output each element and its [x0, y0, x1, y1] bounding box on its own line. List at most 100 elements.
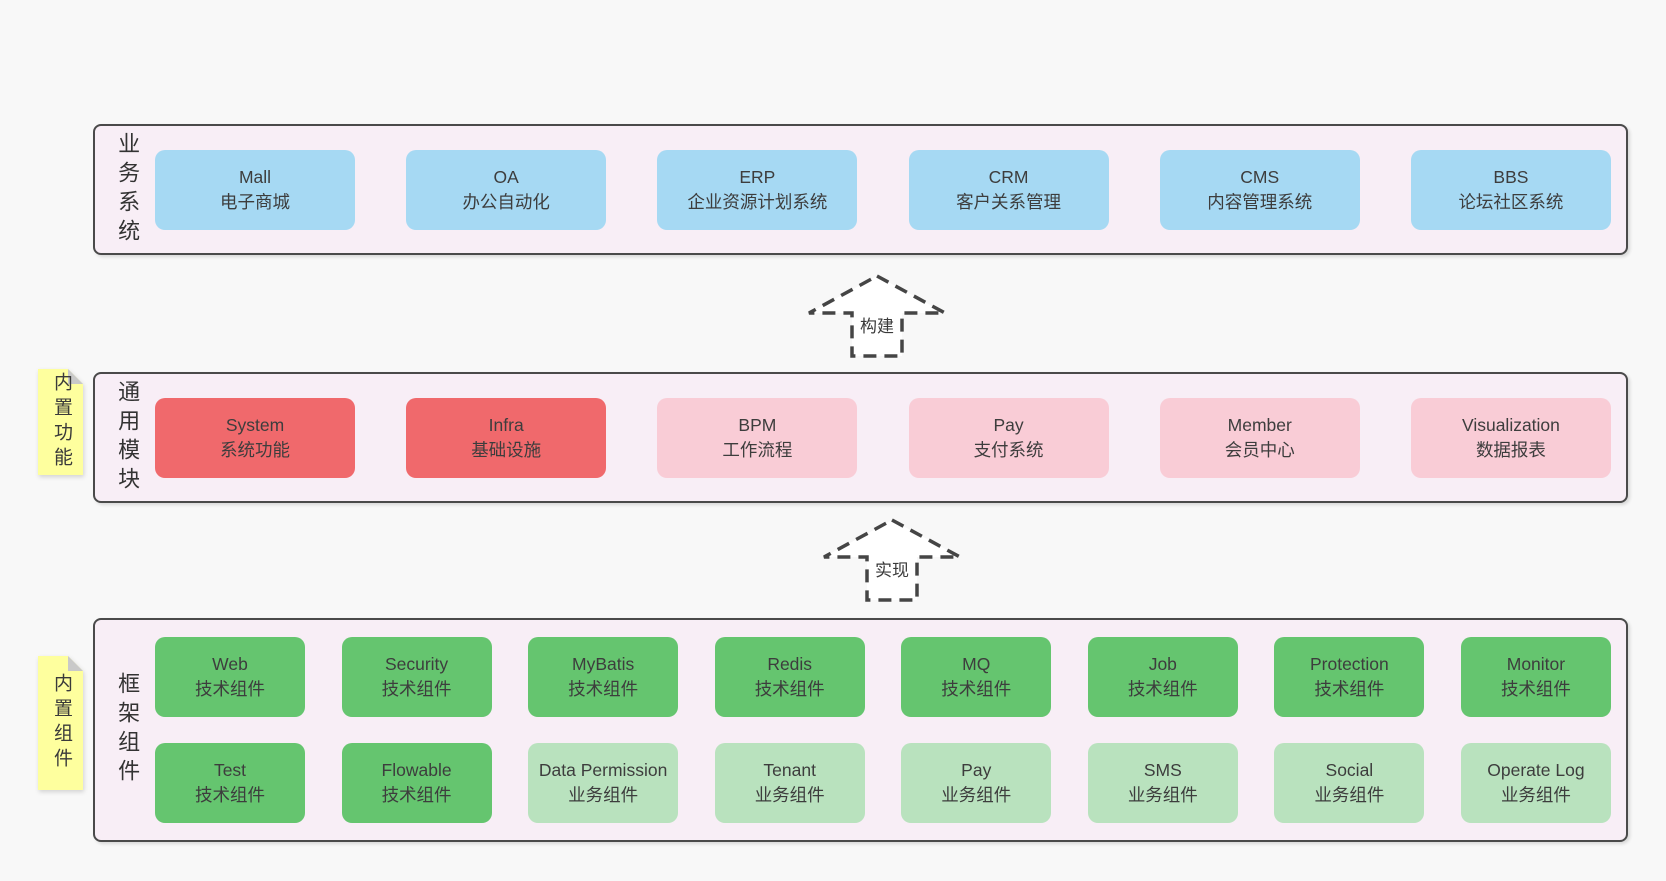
box-desc: 技术组件 — [381, 679, 452, 699]
box-desc: 支付系统 — [973, 439, 1044, 460]
box-name: MyBatis — [572, 654, 635, 675]
box-name: SMS — [1143, 760, 1182, 781]
arrow-implement: 实现 — [817, 517, 967, 603]
box-desc: 业务组件 — [1314, 785, 1385, 805]
box-desc: 技术组件 — [1314, 679, 1385, 699]
box-name: Monitor — [1506, 654, 1566, 675]
sticky-note-background — [38, 656, 83, 790]
box-desc: 技术组件 — [754, 679, 825, 699]
sticky-note-label: 内置功能 — [50, 372, 72, 472]
box-mq: MQ 技术组件 — [901, 637, 1052, 717]
box-name: Web — [212, 654, 248, 675]
box-desc: 内容管理系统 — [1207, 191, 1313, 212]
box-name: Tenant — [763, 760, 816, 781]
box-desc: 数据报表 — [1475, 439, 1546, 460]
box-desc: 论坛社区系统 — [1458, 191, 1564, 212]
layer-label-components-text: 框架组件 — [115, 672, 141, 788]
box-web: Web 技术组件 — [155, 637, 305, 717]
box-desc: 技术组件 — [1127, 679, 1198, 699]
box-erp: ERP 企业资源计划系统 — [657, 149, 858, 230]
box-desc: 办公自动化 — [462, 191, 550, 212]
box-name: Data Permission — [538, 760, 668, 781]
box-data-permission: Data Permission 业务组件 — [528, 743, 679, 823]
box-name: MQ — [962, 654, 991, 675]
box-protection: Protection 技术组件 — [1274, 637, 1425, 717]
box-name: Operate Log — [1487, 760, 1585, 781]
layer-label-business: 业务系统 — [107, 132, 147, 248]
box-name: Pay — [961, 760, 992, 781]
box-crm: CRM 客户关系管理 — [908, 149, 1109, 230]
box-desc: 企业资源计划系统 — [687, 191, 828, 212]
arrow-build: 构建 — [802, 273, 952, 359]
box-name: CRM — [988, 166, 1029, 187]
box-name: Protection — [1309, 654, 1389, 675]
box-mybatis: MyBatis 技术组件 — [528, 637, 679, 717]
box-desc: 电子商城 — [220, 191, 290, 212]
box-name: ERP — [739, 166, 776, 187]
box-security: Security 技术组件 — [341, 637, 492, 717]
box-name: CMS — [1240, 166, 1280, 187]
sticky-note-built-in-features: 内置功能 — [38, 369, 83, 475]
box-bbs: BBS 论坛社区系统 — [1410, 149, 1611, 230]
box-name: OA — [493, 166, 519, 187]
layer-label-components: 框架组件 — [107, 672, 147, 788]
box-job: Job 技术组件 — [1087, 637, 1238, 717]
box-desc: 系统功能 — [220, 439, 290, 460]
box-name: BPM — [738, 414, 777, 435]
box-oa: OA 办公自动化 — [406, 149, 607, 230]
sticky-note-text-wrap: 内置组件 — [38, 656, 83, 790]
box-desc: 业务组件 — [1500, 785, 1571, 805]
box-desc: 技术组件 — [941, 679, 1012, 699]
layer-label-modules: 通用模块 — [107, 380, 147, 496]
box-social: Social 业务组件 — [1274, 743, 1425, 823]
sticky-note-background — [38, 369, 83, 475]
box-desc: 业务组件 — [754, 785, 825, 805]
box-name: Flowable — [381, 760, 452, 781]
box-name: Test — [213, 760, 247, 781]
box-desc: 业务组件 — [941, 785, 1012, 805]
box-name: Security — [384, 654, 449, 675]
sticky-note-text-wrap: 内置功能 — [38, 369, 83, 475]
box-desc: 技术组件 — [195, 785, 265, 805]
layer-label-modules-text: 通用模块 — [115, 379, 141, 496]
box-desc: 业务组件 — [1127, 785, 1198, 805]
box-name: System — [225, 414, 285, 435]
box-pay: Pay 业务组件 — [901, 743, 1052, 823]
box-system: System 系统功能 — [155, 397, 355, 478]
box-desc: 技术组件 — [195, 679, 265, 699]
box-desc: 业务组件 — [568, 785, 639, 805]
box-sms: SMS 业务组件 — [1087, 743, 1238, 823]
box-member: Member 会员中心 — [1159, 397, 1360, 478]
box-tenant: Tenant 业务组件 — [714, 743, 865, 823]
box-desc: 技术组件 — [568, 679, 639, 699]
box-name: Member — [1227, 414, 1292, 435]
arrow-build-label: 构建 — [857, 312, 897, 337]
box-name: Social — [1325, 760, 1374, 781]
box-name: Job — [1148, 654, 1177, 675]
box-operate-log: Operate Log 业务组件 — [1460, 743, 1611, 823]
box-desc: 客户关系管理 — [956, 191, 1062, 212]
sticky-note-built-in-components: 内置组件 — [38, 656, 83, 790]
box-name: BBS — [1493, 166, 1529, 187]
arrow-implement-label: 实现 — [872, 556, 912, 581]
box-desc: 基础设施 — [471, 439, 542, 460]
box-desc: 会员中心 — [1224, 439, 1295, 460]
